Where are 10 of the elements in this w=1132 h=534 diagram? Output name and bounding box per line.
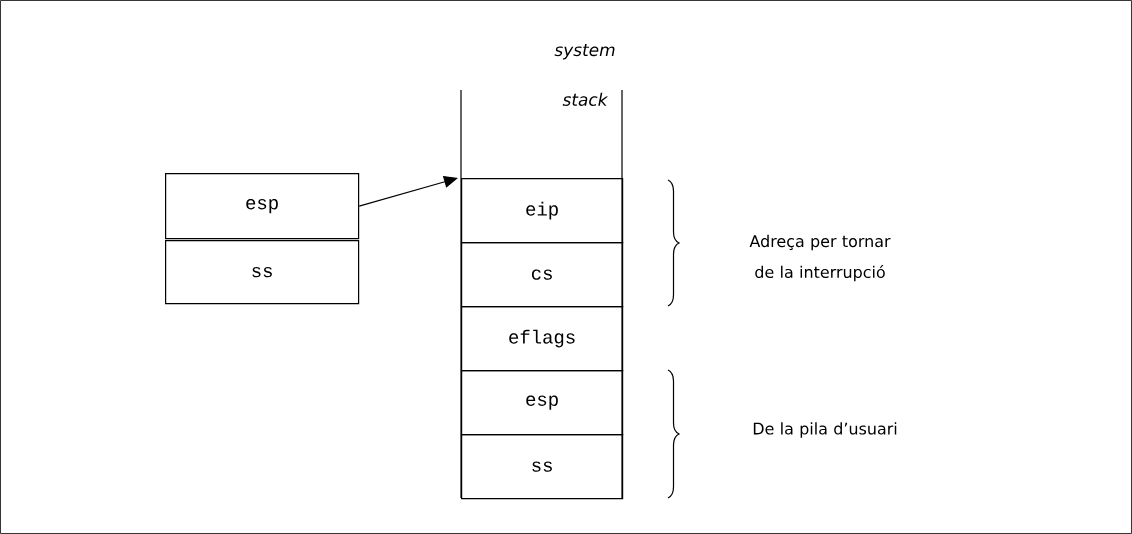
stack-cell: eflags [461,306,624,372]
stack-cell: esp [461,370,624,436]
stack-cell: cs [461,242,624,308]
register-box: ss [165,240,360,305]
stack-cell: eip [461,178,624,244]
register-box: esp [165,173,360,240]
arrow [358,175,458,207]
brace-label: De la pila d’usuari [753,422,897,438]
brace-label: Adreça per tornar de la interrupció [749,234,891,282]
stack-cell: ss [461,434,624,500]
